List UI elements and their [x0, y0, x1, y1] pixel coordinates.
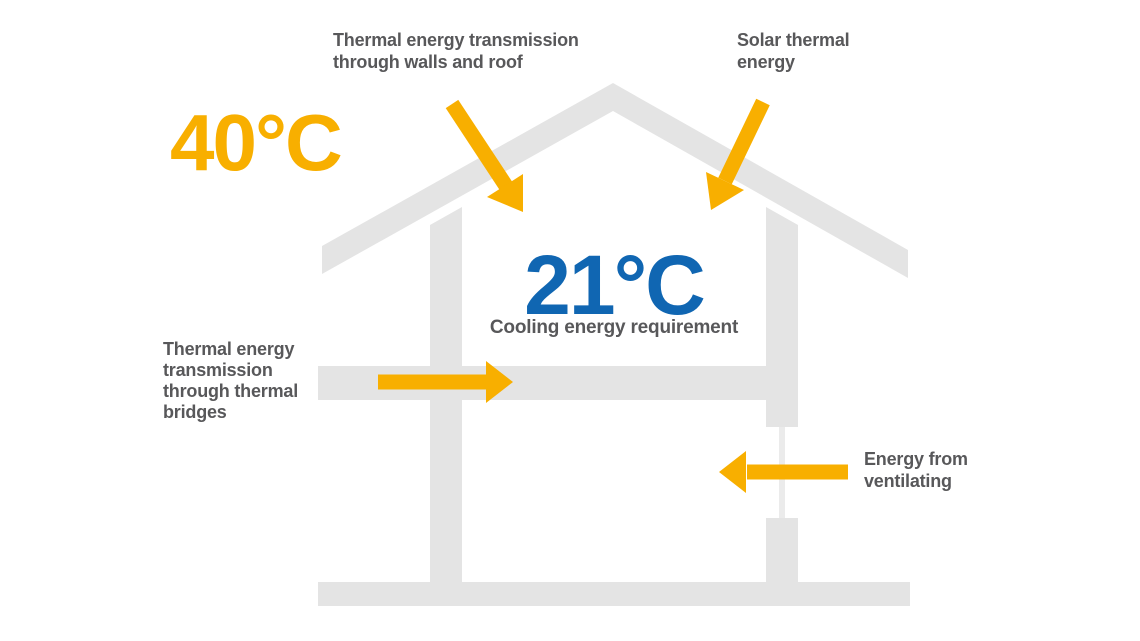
arrow-ventilating-icon [719, 451, 848, 493]
arrow-bridges-head [486, 361, 513, 403]
label-cooling-requirement: Cooling energy requirement [489, 317, 739, 338]
arrow-ventilating-head [719, 451, 746, 493]
arrow-solar-shaft [718, 98, 770, 185]
label-solar: Solar thermal energy [737, 30, 850, 72]
house-structure [318, 83, 910, 606]
outside-temperature: 40°C [170, 98, 343, 187]
arrow-solar-icon [706, 98, 770, 210]
floor-ground [318, 582, 910, 606]
arrow-walls-roof-icon [445, 99, 523, 212]
arrow-walls-roof-head [487, 174, 523, 212]
label-thermal-bridges: Thermal energy transmission through ther… [163, 339, 298, 422]
arrow-solar-head [706, 172, 744, 210]
label-ventilating: Energy from ventilating [864, 449, 968, 491]
label-walls-roof: Thermal energy transmission through wall… [333, 30, 579, 72]
wall-left [430, 207, 462, 606]
roof [322, 83, 908, 278]
energy-arrows [378, 98, 848, 493]
arrow-walls-roof-shaft [445, 99, 513, 191]
inside-temperature: 21°C [524, 238, 706, 332]
arrow-bridges-icon [378, 361, 513, 403]
wall-right-lower [766, 518, 798, 606]
